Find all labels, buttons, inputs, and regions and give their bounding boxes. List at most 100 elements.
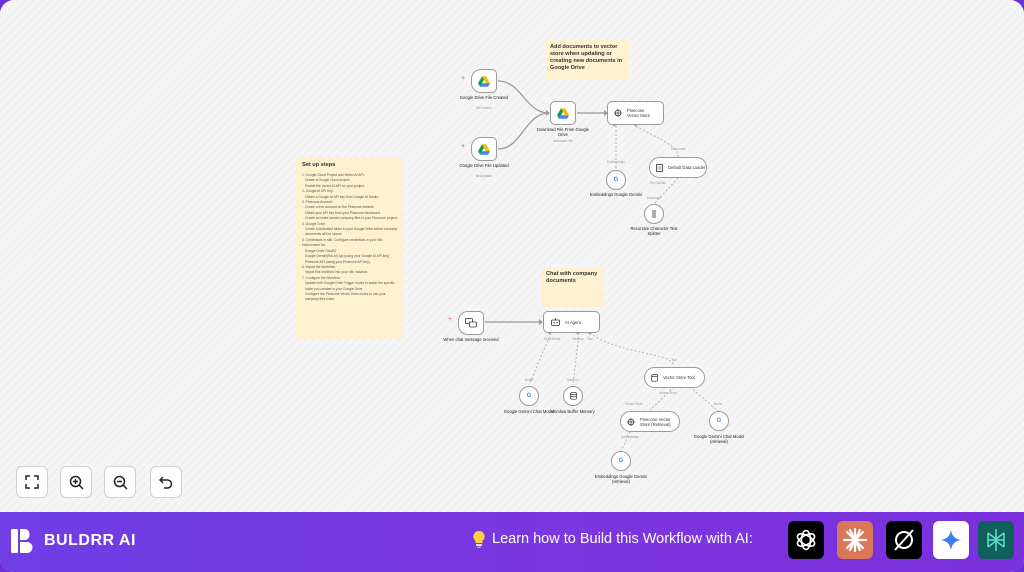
node-gd-file-updated-sub: fileUpdated [475,174,493,178]
claude-icon [842,527,868,553]
setup-step: 2. Google AI API Key: [302,189,334,194]
node-text-splitter-label: Recursive Character Text Splitter [630,226,678,236]
node-gemini-chat-model[interactable]: G [519,386,539,406]
add-trigger-icon[interactable]: + [461,75,466,82]
setup-step: Configure the Pinecone Vector Store node… [305,291,386,302]
pinecone-icon [627,417,635,426]
setup-step: Pinecone API (using your Pinecone API ke… [305,259,370,264]
setup-step: Create a dedicated folder in your Google… [305,227,398,237]
robot-icon [551,318,560,326]
node-gd-file-created-label: Google Drive File Created [459,95,509,100]
chat-icon [465,318,477,328]
learn-text: Learn how to Build this Workflow with AI… [492,531,753,547]
node-gemini-chat-retrieval-label: Google Gemini Chat Model (retrieval) [693,434,745,444]
claude-button[interactable] [837,521,873,559]
node-vector-store-tool-label: Vector Store Tool [663,375,695,380]
brand[interactable]: BULDRR AI [10,528,136,554]
edge-label-document: Document [646,196,662,200]
comet-icon [987,529,1005,551]
fit-view-button[interactable] [16,466,48,498]
gemini-icon [941,530,961,550]
setup-step: Obtain a Google AI API key from Google A… [305,194,380,199]
add-trigger-icon[interactable]: + [448,316,453,323]
zoom-out-button[interactable] [104,466,136,498]
edge-label-tool: Tool [587,337,593,341]
note-chat[interactable]: Chat with company documents [542,267,604,307]
node-embeddings-gemini[interactable]: G [606,170,626,190]
edge-label-document: Document [670,147,686,151]
setup-step: 4. Google Drive: [302,221,326,226]
node-gd-file-created[interactable] [471,69,497,93]
setup-step: Create an index named company-files in y… [305,216,398,221]
google-drive-icon [478,75,490,87]
note-setup-title: Set up steps [302,162,336,168]
learn-cta: Learn how to Build this Workflow with AI… [472,530,753,548]
setup-step: Google Drive OAuth2 [305,248,337,253]
note-setup-steps[interactable]: Set up steps 1. Google Cloud Project and… [296,157,404,339]
edge-label-memory: Memory [567,378,579,382]
promo-bar: BULDRR AI Learn how to Build this Workfl… [0,512,1024,572]
edge-label-model: Model [524,378,534,382]
node-pinecone-vector-store-label: Pinecone Vector Store [627,108,651,118]
node-ai-agent[interactable]: AI Agent [543,311,600,333]
node-embeddings-retrieval[interactable]: G [611,451,631,471]
edge-label-text-splitter: Text Splitter [649,181,667,185]
google-icon: G [716,418,722,424]
lightbulb-icon [473,530,485,548]
chatgpt-button[interactable] [788,521,824,559]
note-chat-text: Chat with company documents [546,271,598,284]
setup-step: 1. Google Cloud Project and Vertex AI AP… [302,173,365,177]
setup-steps-list: 1. Google Cloud Project and Vertex AI AP… [302,173,398,303]
edge-label-vector-store: Vector Store [659,391,677,395]
note-drive-sync-text: Add documents to vector store when updat… [550,44,623,71]
node-pinecone-retrieval-label: Pinecone Vector Store (Retrieval) [640,416,671,427]
zoom-in-button[interactable] [60,466,92,498]
node-chat-trigger[interactable] [458,311,484,335]
node-embeddings-gemini-label: Embeddings Google Gemini [589,192,643,197]
setup-step: Google Gemini(PaLM) Api (using your Goog… [305,254,390,259]
node-pinecone-vector-store[interactable]: Pinecone Vector Store [607,101,664,125]
setup-step: Create a Google Cloud project. [305,178,351,183]
node-vector-store-tool[interactable]: Vector Store Tool [644,367,705,388]
chatgpt-icon [796,529,816,551]
node-chat-trigger-label: When chat message received [443,337,499,342]
zoom-out-icon [113,475,128,490]
zoom-in-icon [69,475,84,490]
node-gd-file-updated[interactable] [471,137,497,161]
google-icon: G [526,393,532,399]
database-icon [569,392,577,400]
node-gemini-chat-retrieval[interactable]: G [709,411,729,431]
perplexity-icon [894,529,914,551]
edge-label-tool: Tool [671,358,677,362]
google-icon: G [613,177,619,183]
node-download-file[interactable] [550,101,576,125]
fit-view-icon [25,475,39,489]
node-pinecone-retrieval[interactable]: Pinecone Vector Store (Retrieval) [620,411,680,432]
node-window-buffer-memory[interactable] [563,386,583,406]
node-ai-agent-label: AI Agent [565,319,581,325]
node-gd-file-updated-label: Google Drive File Updated [459,163,509,168]
splitter-icon [652,210,656,218]
setup-step: 3. Pinecone Account: [302,200,333,205]
node-text-splitter[interactable] [644,204,664,224]
edge-label-chat-model: Chat Model [543,337,561,341]
setup-step: 5. Credentials in n8n: Configure credent… [302,237,383,248]
edge-label-embeddings: Embeddings [621,435,639,439]
setup-step: Create a free account on the Pinecone we… [305,205,375,210]
workflow-canvas[interactable]: Add documents to vector store when updat… [0,0,1024,512]
perplexity-button[interactable] [886,521,922,559]
gemini-button[interactable] [933,521,969,559]
reset-view-button[interactable] [150,466,182,498]
add-trigger-icon[interactable]: + [461,143,466,150]
edge-label-model: Model [713,402,723,406]
node-download-file-label: Download File From Google Drive [536,127,590,137]
setup-step: 6. Import the Workflow: [302,264,336,269]
google-icon: G [618,458,624,464]
note-drive-sync[interactable]: Add documents to vector store when updat… [545,40,629,80]
perplexity-comet-button[interactable] [978,521,1014,559]
setup-step: 7. Configure the Workflow: [302,275,341,280]
edge-label-vector-store: Vector Store [625,402,643,406]
edge-label-memory: Memory [572,337,584,341]
node-default-data-loader[interactable]: Default Data Loader [649,157,707,178]
